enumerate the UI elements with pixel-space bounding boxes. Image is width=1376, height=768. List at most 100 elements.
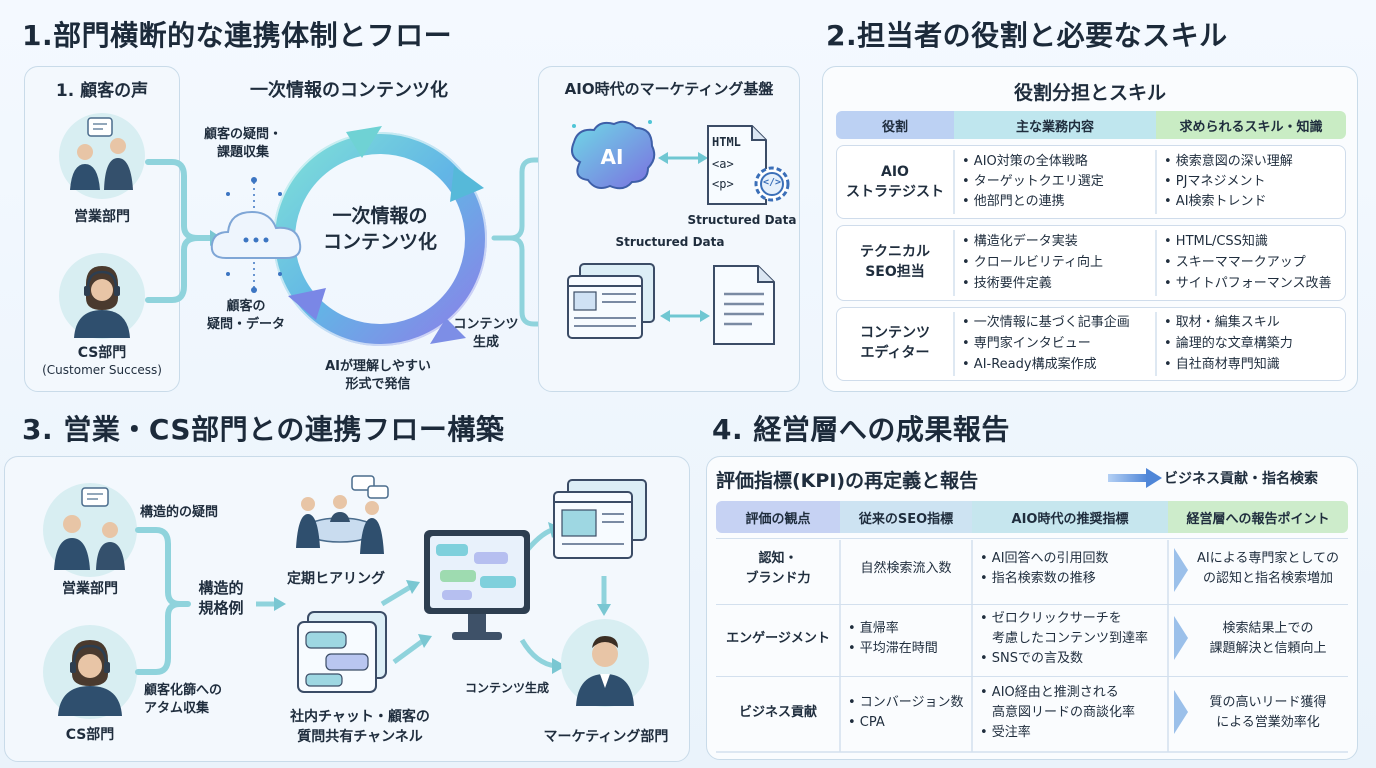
task-item: • 技術要件定義: [962, 276, 1052, 291]
kpi-seo-item: • 直帰率: [848, 621, 899, 636]
code-glyph: </>: [762, 177, 782, 188]
skill-item: • 取材・編集スキル: [1164, 315, 1280, 330]
kpi-report-line: 課題解決と信頼向上: [1209, 641, 1327, 656]
cs-agent-icon: [43, 625, 137, 719]
regular-hearing-label: 定期ヒアリング: [287, 571, 385, 587]
kpi-seo-item: 自然検索流入数: [860, 561, 952, 576]
kpi-header-seo: 従来のSEO指標: [840, 501, 972, 533]
skill-item: • 検索意図の深い理解: [1164, 154, 1293, 169]
task-item: • ターゲットクエリ選定: [962, 174, 1104, 189]
ai-icon-text: AI: [600, 145, 624, 169]
collect-label-1: 顧客の疑問・: [203, 127, 282, 142]
task-item: • AI-Ready構成案作成: [962, 357, 1097, 372]
generate-label-1: コンテンツ: [453, 317, 519, 332]
kpi-row: [716, 538, 1348, 602]
skill-item: • 自社商材専門知識: [1164, 357, 1280, 372]
a-tag-label: <a>: [712, 157, 734, 171]
role-row: [836, 145, 1346, 219]
task-item: • AIO対策の全体戦略: [962, 154, 1088, 169]
kpi-row: [716, 604, 1348, 674]
kpi-aio-item: • AIO経由と推測される: [980, 685, 1119, 700]
kpi-aio-item: • AI回答への引用回数: [980, 551, 1109, 566]
cs-agent-icon: [59, 253, 145, 339]
monitor-icon: [424, 530, 530, 640]
double-arrow-icon-bottom: [660, 310, 710, 322]
role-name-line1: テクニカル: [860, 244, 930, 260]
meeting-icon: [296, 475, 389, 554]
marketing-base-title: AIO時代のマーケティング基盤: [564, 80, 774, 98]
task-item: • 他部門との連携: [962, 194, 1065, 209]
section2-title: 2.担当者の役割と必要なスキル: [826, 19, 1228, 52]
role-name-line2: SEO担当: [865, 264, 925, 280]
kpi-aio-item: • 指名検索数の推移: [980, 571, 1096, 586]
kpi-report-line: AIによる専門家としての: [1197, 551, 1339, 566]
customer-voice-title: 1. 顧客の声: [55, 81, 149, 101]
kpi-aspect-line: ブランド力: [745, 571, 811, 586]
role-name-line1: コンテンツ: [860, 325, 930, 341]
flow-sales-label: 営業部門: [62, 581, 118, 597]
structured-data-label-2: Structured Data: [615, 235, 725, 249]
structural-center-line2: 規格例: [198, 599, 244, 617]
double-arrow-icon-top: [658, 152, 708, 164]
webpage-stack-icon: [567, 263, 655, 339]
chevron-right-icons: [1174, 548, 1188, 734]
kpi-report-line: による営業効率化: [1216, 715, 1320, 730]
kpi-seo-item: • 平均滞在時間: [848, 641, 938, 656]
sales-team-icon: [59, 113, 145, 199]
kpi-aio-item: 考慮したコンテンツ到達率: [992, 631, 1149, 646]
kpi-aspect-line: エンゲージメント: [726, 631, 830, 646]
kpi-aio-item: • 受注率: [980, 725, 1031, 740]
marketing-dept-label: マーケティング部門: [543, 729, 669, 745]
kpi-header-aspect: 評価の観点: [716, 501, 840, 533]
html-document-icon: [707, 125, 790, 205]
structural-center-line1: 構造的: [198, 579, 244, 597]
kpi-aio-item: • SNSでの言及数: [980, 651, 1084, 666]
skill-item: • サイトパフォーマンス改善: [1164, 276, 1332, 291]
role-name-line1: AIO: [881, 164, 909, 180]
skill-item: • スキーママークアップ: [1164, 255, 1306, 270]
skill-item: • HTML/CSS知識: [1164, 234, 1268, 249]
kpi-header-aio: AIO時代の推奨指標: [972, 501, 1168, 533]
marketing-person-icon: [561, 619, 649, 707]
structured-data-label-1: Structured Data: [687, 213, 797, 227]
structural-question-label: 構造的の疑問: [140, 505, 219, 520]
kpi-aio-item: • ゼロクリックサーチを: [980, 611, 1122, 626]
role-row: [836, 225, 1346, 301]
document-icon: [713, 265, 775, 345]
kpi-aspect-line: 認知・: [758, 551, 798, 566]
html-tag-label: HTML: [712, 135, 741, 149]
kpi-arrow-label: ビジネス貢献・指名検索: [1164, 471, 1318, 487]
role-table-title: 役割分担とスキル: [1013, 82, 1166, 104]
cycle-center-line2: コンテンツ化: [322, 231, 437, 253]
kpi-report-line: の認知と指名検索増加: [1202, 571, 1333, 586]
skills-header: 求められるスキル・知識: [1156, 111, 1346, 139]
kpi-seo-item: • CPA: [848, 715, 885, 730]
kpi-report-line: 質の高いリード獲得: [1209, 695, 1327, 710]
data-label-2: 疑問・データ: [206, 317, 285, 332]
section3-title: 3. 営業・CS部門との連携フロー構築: [22, 413, 505, 446]
skill-item: • 論理的な文章構築力: [1164, 336, 1293, 351]
right-arrow-icon: [1108, 468, 1162, 488]
cs-en-label: (Customer Success): [42, 363, 162, 377]
ai-brain-icon: [571, 120, 656, 190]
kpi-header-report: 経営層への報告ポイント: [1168, 501, 1348, 533]
kpi-title: 評価指標(KPI)の再定義と報告: [716, 470, 979, 492]
cloud-icon: [210, 177, 302, 293]
cycle-title: 一次情報のコンテンツ化: [250, 80, 448, 101]
data-label-1: 顧客の: [226, 299, 266, 314]
cs-label: CS部門: [77, 345, 127, 361]
collect-label-2: 課題収集: [216, 145, 269, 160]
chat-channel-icon: [297, 611, 387, 693]
section4-title: 4. 経営層への成果報告: [712, 413, 1010, 446]
customer-collect-label-2: アタム収集: [144, 701, 210, 716]
task-item: • 専門家インタビュー: [962, 336, 1091, 351]
tasks-header: 主な業務内容: [954, 111, 1156, 139]
kpi-row: [716, 676, 1348, 752]
webpage-stack-icon: [553, 479, 647, 559]
chat-label-1: 社内チャット・顧客の: [290, 709, 430, 725]
content-generation-label: コンテンツ生成: [464, 681, 549, 695]
sales-label: 営業部門: [74, 209, 130, 225]
